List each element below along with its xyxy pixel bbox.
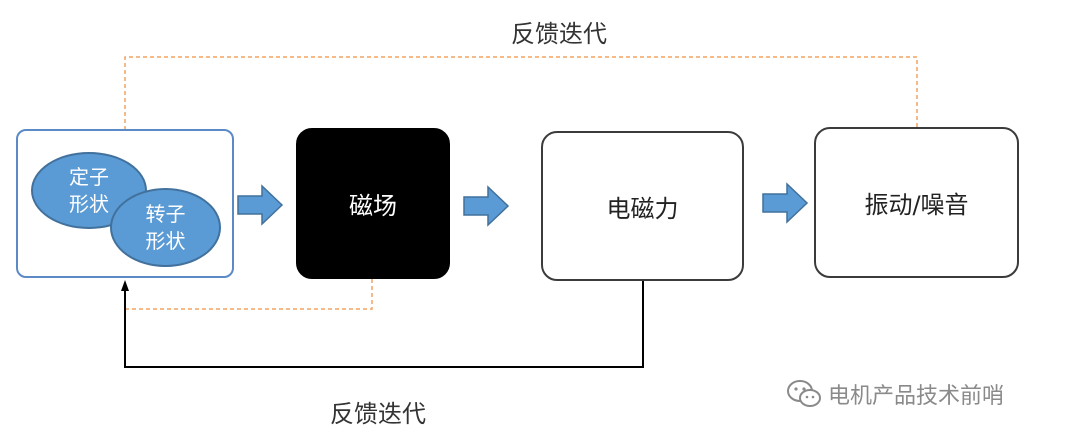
flow-arrow-2 [463,185,510,227]
feedback-top-dashed-line [124,56,918,129]
electromagnetic-force-node: 电磁力 [541,131,744,281]
vibration-noise-node: 振动/噪音 [814,127,1019,278]
watermark-text: 电机产品技术前哨 [828,384,1005,409]
magnetic-field-label: 磁场 [349,192,397,220]
flow-arrow-1 [237,184,284,226]
wechat-icon [787,380,821,407]
feedback-field-dashed-line [124,279,373,310]
rotor-shape-label: 转子 形状 [145,201,186,253]
feedback-top-label: 反馈迭代 [511,20,607,48]
watermark: 电机产品技术前哨 [786,378,1004,410]
vibration-noise-label: 振动/噪音 [864,191,969,219]
magnetic-field-node: 磁场 [296,128,450,279]
stator-shape-label: 定子 形状 [69,164,109,216]
flow-arrow-3 [762,182,809,224]
rotor-shape-ellipse: 转子 形状 [110,188,221,267]
feedback-bottom-solid-line [124,281,644,368]
feedback-bottom-label: 反馈迭代 [330,400,426,428]
feedback-arrowhead [121,280,129,291]
electromagnetic-force-label: 电磁力 [606,194,679,223]
